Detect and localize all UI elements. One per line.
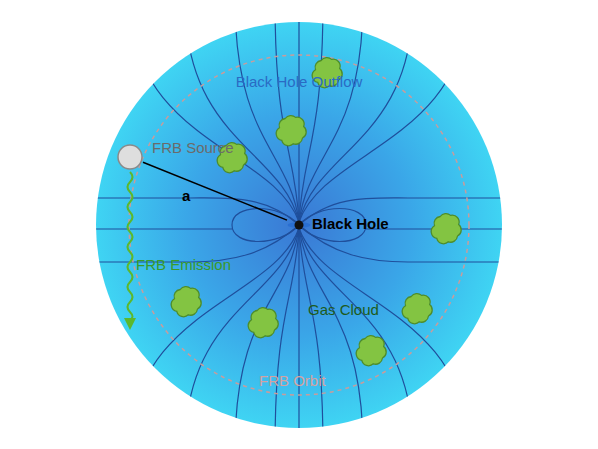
black-hole-label: Black Hole (312, 215, 389, 233)
cloud-label: Gas Cloud (308, 301, 379, 319)
orbit-label: FRB Orbit (259, 372, 326, 390)
black-hole-shape (287, 220, 311, 230)
source-label: FRB Source (152, 139, 234, 157)
gas-cloud: Gas Cloud (250, 309, 276, 335)
frb-source-shape (117, 144, 143, 170)
frb-source: FRB Source (117, 144, 143, 170)
outflow-disc (96, 22, 502, 428)
black-hole-core (295, 221, 304, 230)
field-line (298, 0, 299, 222)
region-title: Black Hole Outflow (95, 73, 503, 91)
source-circle (118, 145, 142, 169)
field-line (298, 228, 299, 449)
gas-cloud (248, 308, 278, 338)
distance-label: a (182, 187, 190, 205)
field-line (90, 228, 232, 229)
black-hole: Black Hole (287, 220, 311, 230)
field-lines (90, 0, 508, 449)
emission-label: FRB Emission (136, 256, 231, 274)
gas-cloud-shape (250, 309, 276, 335)
